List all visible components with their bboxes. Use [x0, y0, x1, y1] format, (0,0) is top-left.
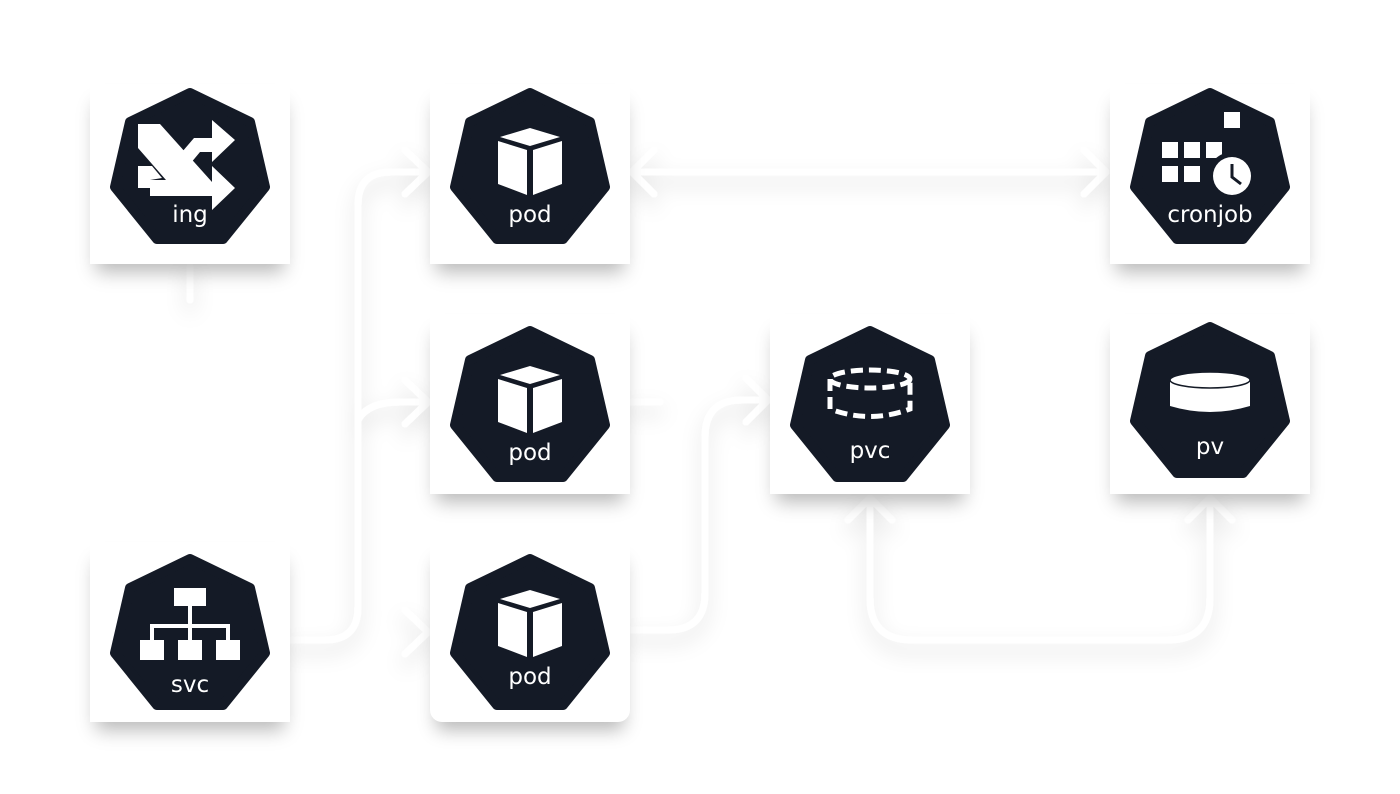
node-label: svc [170, 672, 210, 698]
edge-pod1-cronjob [628, 146, 1110, 198]
edge-svc-pod2 [354, 376, 432, 428]
cronjob-icon [1130, 88, 1290, 244]
node-svc[interactable]: svc [90, 542, 290, 722]
node-cronjob[interactable]: cronjob [1110, 84, 1310, 264]
edge-pod3-pvc [626, 374, 772, 634]
pod-cube-icon [450, 88, 610, 244]
edge-svc-pod3 [401, 606, 432, 658]
node-label: pv [1195, 434, 1225, 460]
node-label: pod [508, 664, 552, 690]
arrow-pod1-in [401, 146, 432, 198]
node-label: pod [508, 440, 552, 466]
node-label: ing [172, 202, 208, 228]
node-pv[interactable]: pv [1110, 314, 1310, 494]
pvc-icon [790, 326, 950, 482]
node-ing[interactable]: ing [90, 84, 290, 264]
edge-pvc-pv [844, 494, 1236, 644]
pod-cube-icon [450, 554, 610, 710]
edge-svc-pod1 [286, 168, 432, 644]
node-pod-2[interactable]: pod [430, 314, 630, 494]
node-pod-3[interactable]: pod [430, 542, 630, 722]
node-pvc[interactable]: pvc [770, 314, 970, 494]
node-label: cronjob [1167, 202, 1253, 228]
node-label: pod [508, 202, 552, 228]
node-label: pvc [849, 438, 891, 464]
service-icon [110, 554, 270, 710]
pod-cube-icon [450, 326, 610, 482]
node-pod-1[interactable]: pod [430, 84, 630, 264]
ingress-icon [110, 88, 270, 244]
pv-icon [1130, 322, 1290, 478]
